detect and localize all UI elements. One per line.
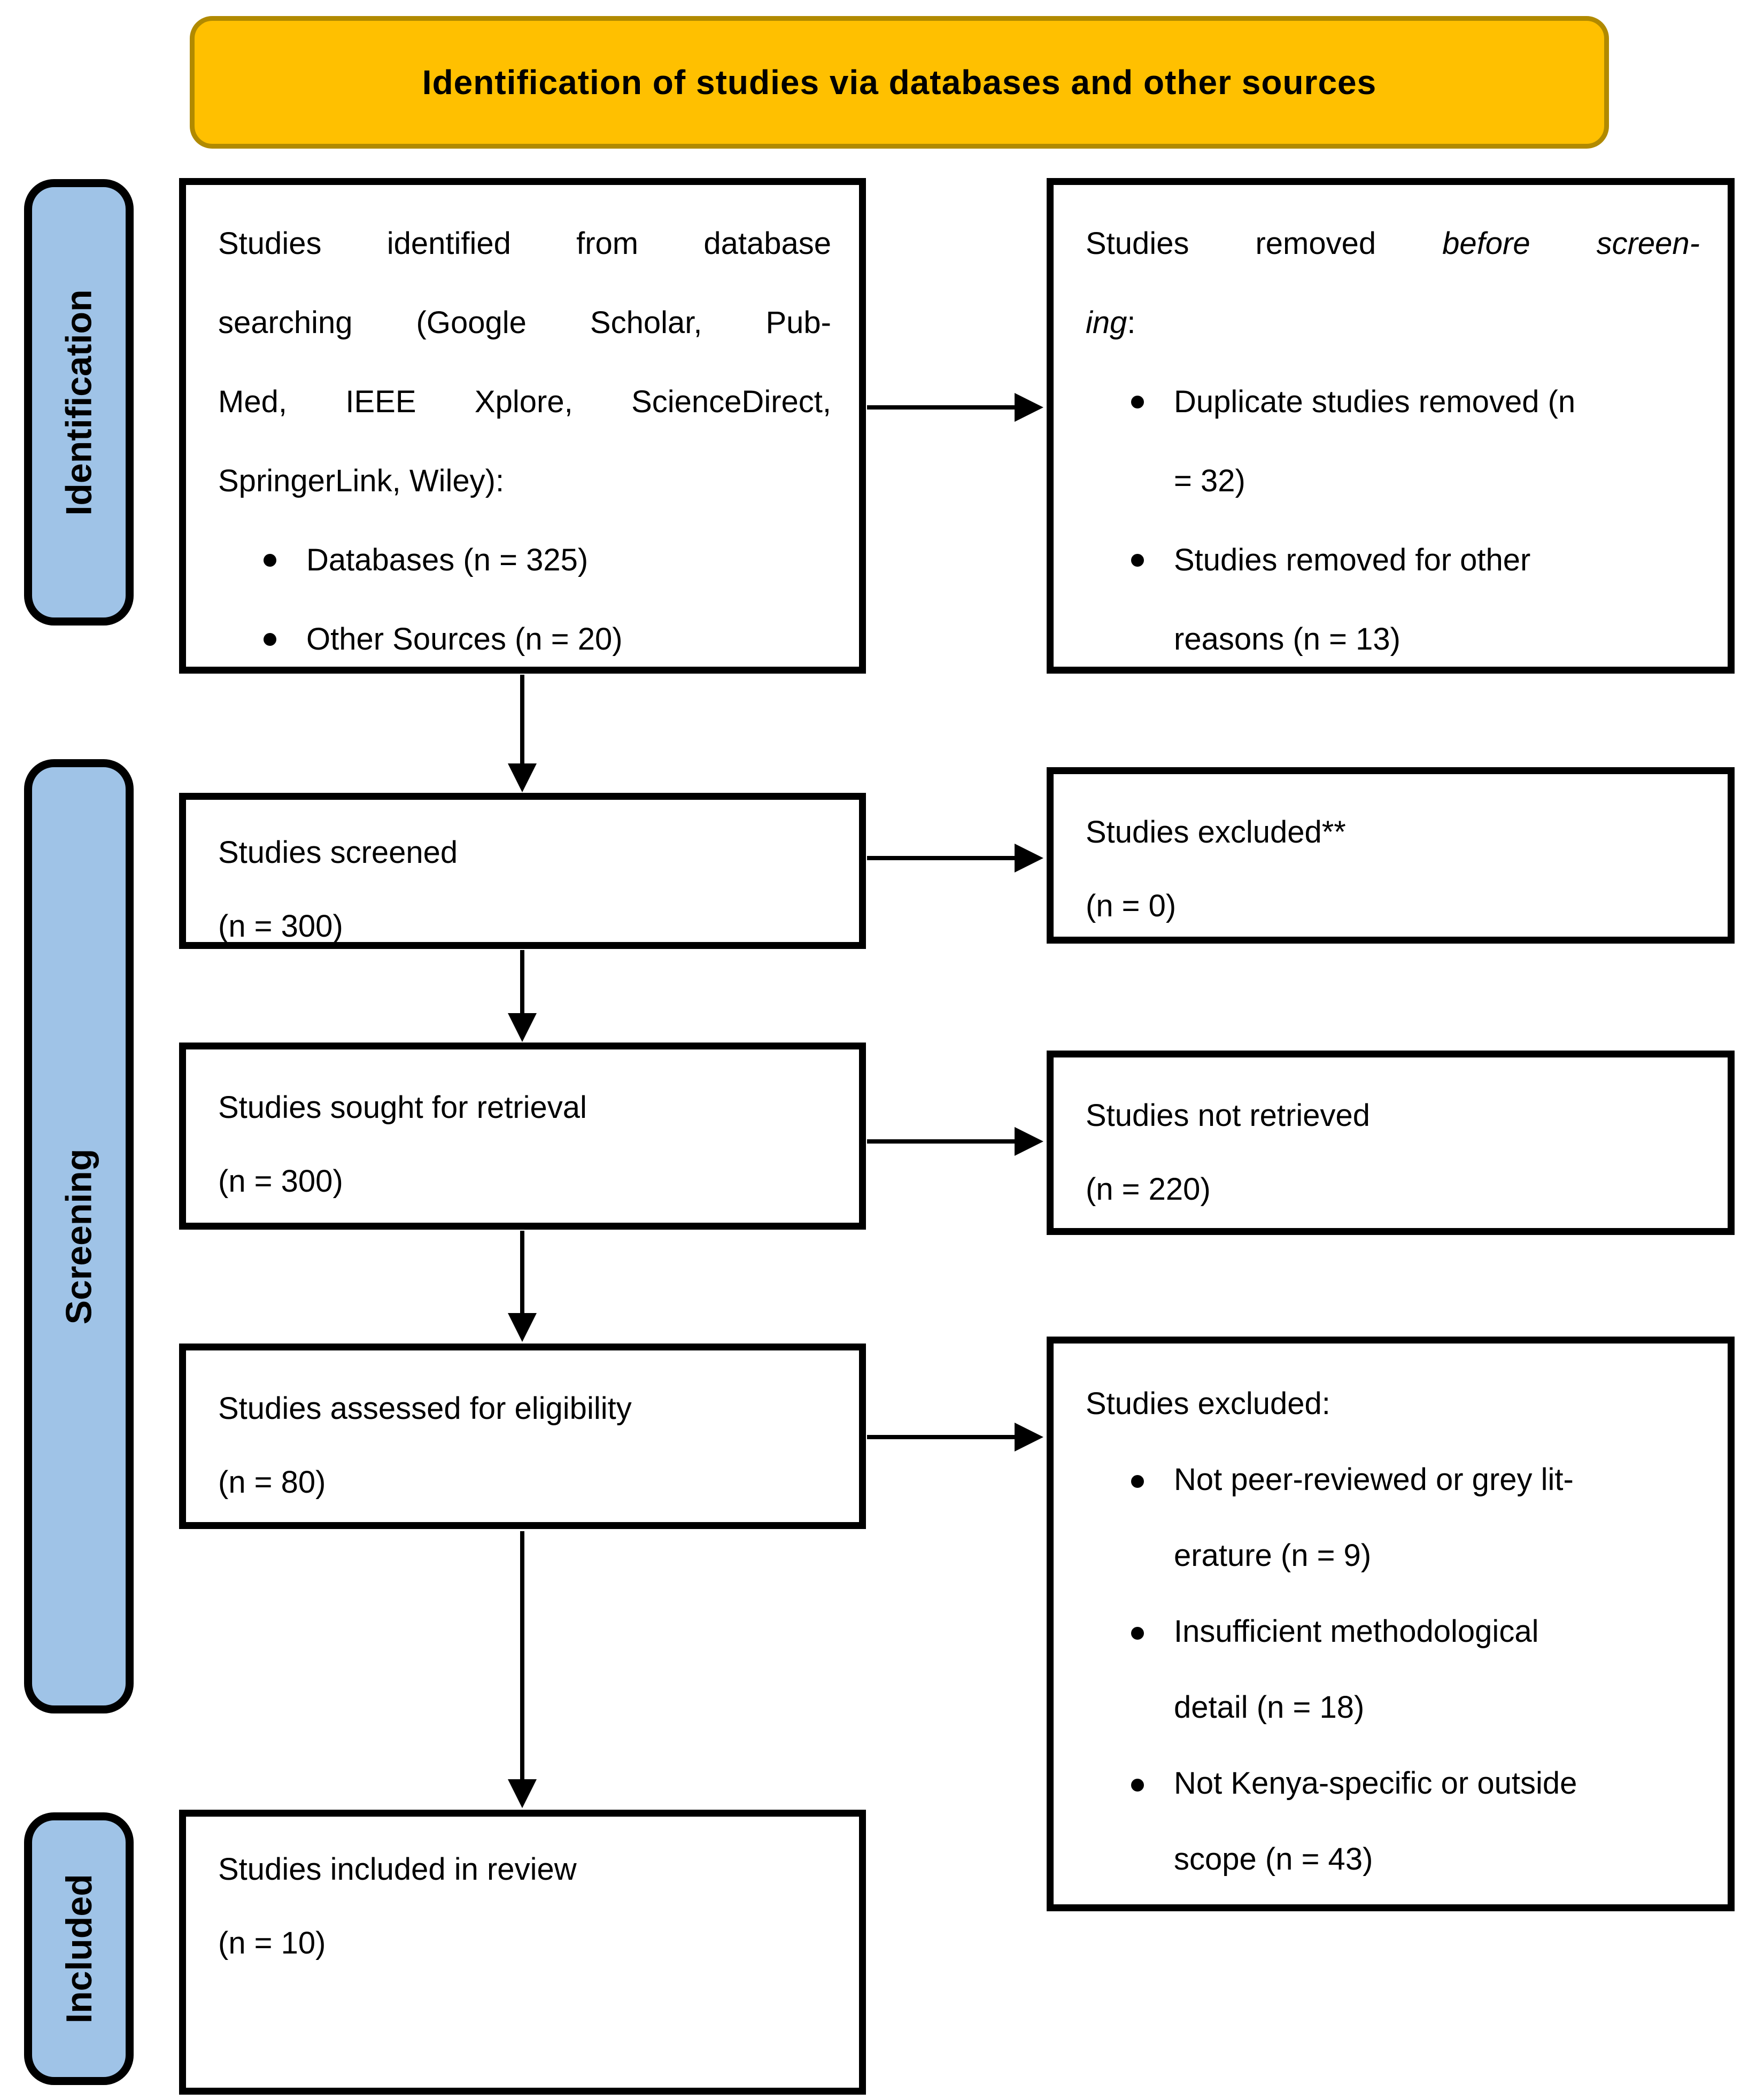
stage-bar-screening: Screening — [24, 759, 134, 1713]
identified-bullet-list: Databases (n = 325) Other Sources (n = 2… — [218, 521, 831, 679]
stage-bar-included: Included — [24, 1812, 134, 2085]
identified-line-3: Med, IEEE Xplore, ScienceDirect, — [218, 384, 831, 419]
box-studies-included-review: Studies included in review (n = 10) — [179, 1810, 866, 2095]
box-studies-sought-retrieval: Studies sought for retrieval (n = 300) — [179, 1043, 866, 1230]
box-studies-not-retrieved: Studies not retrieved (n = 220) — [1047, 1051, 1735, 1235]
not-retrieved-count: (n = 220) — [1086, 1172, 1211, 1207]
arrow-sought-to-notretrieved-head — [1015, 1127, 1043, 1156]
sought-count: (n = 300) — [218, 1164, 343, 1199]
bullet-not-kenya-specific: Not Kenya-specific or outside scope (n =… — [1086, 1746, 1700, 1897]
arrow-screened-to-excluded-head — [1015, 844, 1043, 873]
bullet-duplicates-removed: Duplicate studies removed (n = 32) — [1086, 362, 1700, 521]
arrow-assessed-to-excluded-head — [1015, 1423, 1043, 1452]
bullet-not-peer-reviewed: Not peer-reviewed or grey lit- erature (… — [1086, 1442, 1700, 1594]
sought-label: Studies sought for retrieval — [218, 1090, 587, 1125]
arrow-sought-to-assessed-head — [508, 1313, 537, 1342]
identified-line-2: searching (Google Scholar, Pub- — [218, 305, 831, 340]
arrow-sought-to-notretrieved-line — [867, 1139, 1015, 1144]
arrow-screened-to-sought-head — [508, 1013, 537, 1042]
bullet-databases: Databases (n = 325) — [218, 521, 831, 600]
removed-title-line-1: Studies removed before screen- — [1086, 226, 1700, 261]
identified-line-1: Studies identified from database — [218, 226, 831, 261]
bullet-insufficient-detail: Insufficient methodological detail (n = … — [1086, 1594, 1700, 1746]
box-studies-assessed-eligibility: Studies assessed for eligibility (n = 80… — [179, 1344, 866, 1529]
assessed-label: Studies assessed for eligibility — [218, 1391, 632, 1426]
excluded-eligibility-bullet-list: Not peer-reviewed or grey lit- erature (… — [1086, 1442, 1700, 1897]
box-studies-excluded-screening: Studies excluded** (n = 0) — [1047, 767, 1735, 944]
arrow-screened-to-excluded-line — [867, 856, 1015, 860]
arrow-screened-to-sought-line — [520, 950, 524, 1015]
removed-title-line-2: ing: — [1086, 305, 1136, 340]
stage-label-identification: Identification — [58, 289, 99, 516]
excluded-screening-label: Studies excluded** — [1086, 815, 1346, 850]
stage-label-screening: Screening — [58, 1148, 99, 1324]
removed-bullet-list: Duplicate studies removed (n = 32) Studi… — [1086, 362, 1700, 679]
identified-line-4: SpringerLink, Wiley): — [218, 464, 505, 498]
box-studies-identified: Studies identified from database searchi… — [179, 178, 866, 674]
arrow-identified-to-removed-line — [867, 405, 1015, 410]
stage-bar-identification: Identification — [24, 179, 134, 626]
arrow-identified-to-screened-line — [520, 675, 524, 766]
arrow-assessed-to-excluded-line — [867, 1435, 1015, 1439]
bullet-other-sources: Other Sources (n = 20) — [218, 600, 831, 679]
box-studies-screened: Studies screened (n = 300) — [179, 793, 866, 949]
arrow-identified-to-screened-head — [508, 763, 537, 792]
arrow-sought-to-assessed-line — [520, 1231, 524, 1315]
box-studies-removed-before-screening: Studies removed before screen- ing: Dupl… — [1047, 178, 1735, 674]
included-label: Studies included in review — [218, 1852, 577, 1887]
screened-count: (n = 300) — [218, 909, 343, 944]
arrow-assessed-to-included-head — [508, 1779, 537, 1808]
excluded-screening-count: (n = 0) — [1086, 889, 1177, 923]
arrow-identified-to-removed-head — [1015, 393, 1043, 422]
assessed-count: (n = 80) — [218, 1465, 326, 1500]
box-studies-excluded-eligibility: Studies excluded: Not peer-reviewed or g… — [1047, 1337, 1735, 1911]
bullet-removed-other-reasons: Studies removed for other reasons (n = 1… — [1086, 521, 1700, 679]
page-title: Identification of studies via databases … — [422, 63, 1377, 102]
included-count: (n = 10) — [218, 1926, 326, 1960]
title-banner: Identification of studies via databases … — [190, 16, 1609, 149]
excluded-eligibility-title: Studies excluded: — [1086, 1386, 1330, 1421]
screened-label: Studies screened — [218, 835, 458, 870]
arrow-assessed-to-included-line — [520, 1531, 524, 1781]
not-retrieved-label: Studies not retrieved — [1086, 1098, 1370, 1133]
stage-label-included: Included — [58, 1874, 99, 2024]
